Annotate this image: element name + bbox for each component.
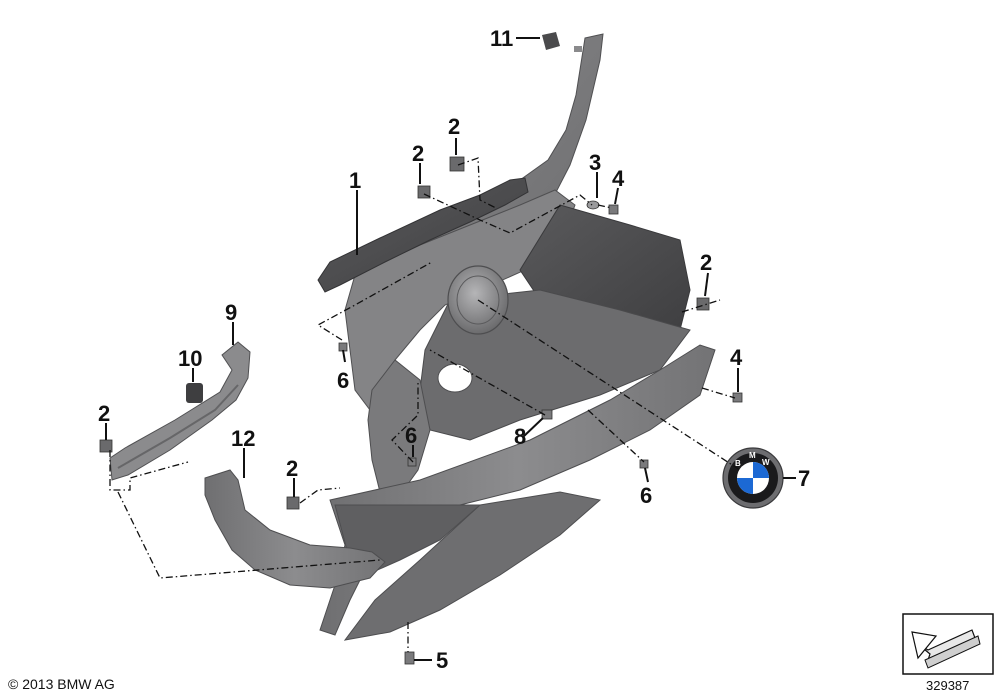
callout-6-left: 6	[337, 368, 349, 393]
callout-5: 5	[436, 648, 448, 673]
clip-nut-right	[696, 297, 710, 311]
callout-8: 8	[514, 424, 526, 449]
callout-7: 7	[798, 466, 810, 491]
bmw-emblem: B M W	[722, 447, 784, 509]
callout-6-right: 6	[640, 483, 652, 508]
callout-9: 9	[225, 300, 237, 325]
screw-bottom	[404, 651, 415, 665]
clip-nut-upper-right	[449, 156, 465, 172]
frame-trim-strip	[317, 177, 529, 293]
callout-numbers: 11 2 2 3 4 1 2 9 10 6 4 2 6 8 12 2 7 6 5	[98, 26, 810, 673]
rubber-buffer	[186, 383, 203, 403]
callout-2-bracket: 2	[98, 401, 110, 426]
callout-2-frame-nut: 2	[412, 141, 424, 166]
screw-upper	[608, 204, 619, 215]
leader-lines	[105, 37, 796, 661]
copyright-notice: © 2013 BMW AG	[8, 676, 115, 692]
callout-2-right: 2	[700, 250, 712, 275]
assembly-lines	[109, 157, 741, 652]
callout-2-cap-nut: 2	[448, 114, 460, 139]
clip-nut-lower	[286, 496, 300, 510]
orientation-arrow-icon	[902, 613, 994, 675]
callout-4-upper: 4	[612, 166, 625, 191]
screw-center	[407, 457, 417, 467]
callout-2-lower: 2	[286, 456, 298, 481]
emblem-letter-m: M	[749, 451, 756, 460]
emblem-letter-b: B	[735, 459, 741, 468]
holder-bracket	[109, 341, 251, 481]
callout-11: 11	[490, 26, 513, 51]
screw-cap-center	[541, 409, 553, 420]
screw-left	[338, 342, 348, 352]
rubber-grommet	[542, 32, 582, 52]
diagram-number: 329387	[926, 678, 970, 693]
side-cover-panel	[204, 469, 386, 589]
callout-4-right: 4	[730, 345, 743, 370]
callout-10: 10	[178, 346, 202, 371]
emblem-letter-w: W	[762, 458, 770, 467]
callout-12: 12	[231, 426, 255, 451]
screw-lower-right	[639, 459, 649, 469]
callout-1: 1	[349, 168, 361, 193]
callout-6-center: 6	[405, 423, 417, 448]
main-fairing-panel	[344, 33, 691, 496]
callout-3: 3	[589, 150, 601, 175]
